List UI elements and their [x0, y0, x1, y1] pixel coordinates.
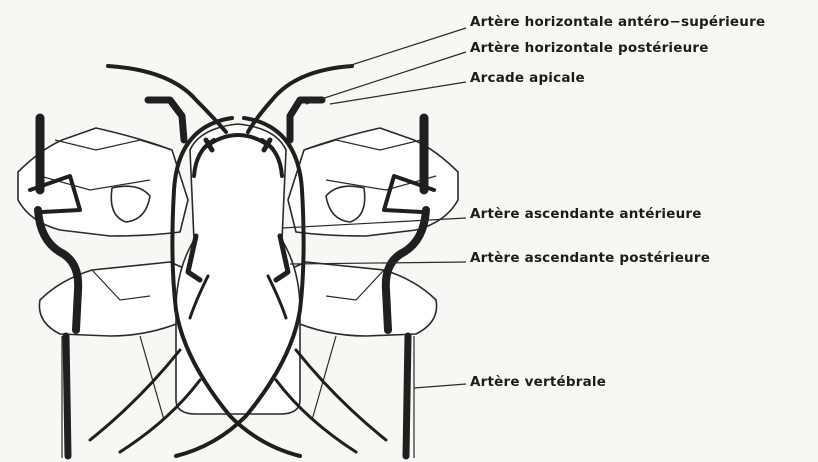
- label-horizontal-antero-superieure: Artère horizontale antéro−supérieure: [470, 14, 765, 30]
- label-ascendante-anterieure: Artère ascendante antérieure: [470, 206, 702, 222]
- label-ascendante-posterieure: Artère ascendante postérieure: [470, 250, 710, 266]
- label-arcade-apicale: Arcade apicale: [470, 70, 585, 86]
- label-horizontal-posterieure: Artère horizontale postérieure: [470, 40, 709, 56]
- label-vertebrale: Artère vertébrale: [470, 374, 606, 390]
